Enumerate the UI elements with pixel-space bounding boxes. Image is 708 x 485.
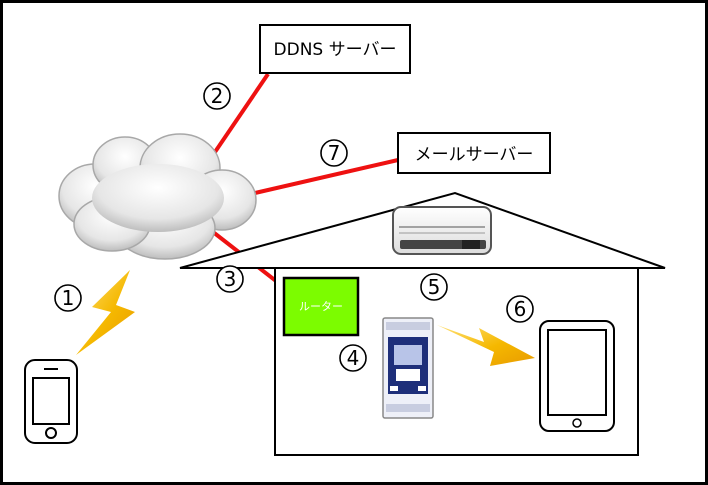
svg-text:4: 4 xyxy=(347,346,360,370)
link-cloud-mail xyxy=(254,158,399,195)
svg-text:7: 7 xyxy=(328,141,341,165)
svg-text:2: 2 xyxy=(211,84,224,108)
svg-text:5: 5 xyxy=(428,275,441,299)
lightning-icon-home xyxy=(437,325,535,366)
link-cloud-ddns xyxy=(213,72,270,154)
air-conditioner-icon xyxy=(392,206,492,255)
marker-6: 6 xyxy=(506,295,534,323)
mail-server-box: メールサーバー xyxy=(397,132,551,174)
marker-1: 1 xyxy=(54,284,82,312)
marker-2: 2 xyxy=(203,82,231,110)
svg-text:3: 3 xyxy=(224,267,237,291)
cloud-icon xyxy=(58,133,257,260)
smartphone-icon xyxy=(24,359,78,444)
controller-device-icon xyxy=(382,317,434,419)
ddns-server-label: DDNS サーバー xyxy=(274,40,397,60)
lightning-icon xyxy=(76,270,135,355)
marker-7: 7 xyxy=(320,139,348,167)
marker-5: 5 xyxy=(420,273,448,301)
tablet-icon xyxy=(539,320,615,432)
router-box: ルーター xyxy=(282,276,360,337)
marker-4: 4 xyxy=(339,344,367,372)
router-label: ルーター xyxy=(299,300,343,313)
marker-3: 3 xyxy=(216,265,244,293)
mail-server-label: メールサーバー xyxy=(415,145,534,165)
svg-text:6: 6 xyxy=(514,297,527,321)
svg-text:1: 1 xyxy=(62,286,75,310)
ddns-server-box: DDNS サーバー xyxy=(259,24,411,74)
